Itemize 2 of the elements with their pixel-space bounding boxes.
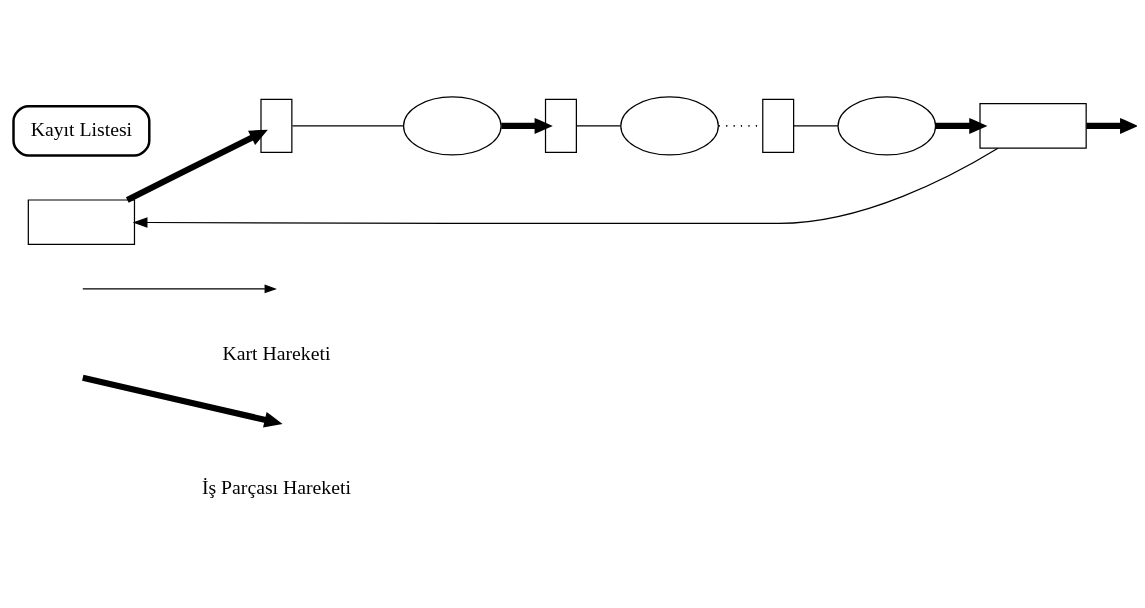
legend-label: İş Parçası Hareketi (201, 475, 351, 498)
legend-label: Kart Hareketi (222, 342, 331, 365)
